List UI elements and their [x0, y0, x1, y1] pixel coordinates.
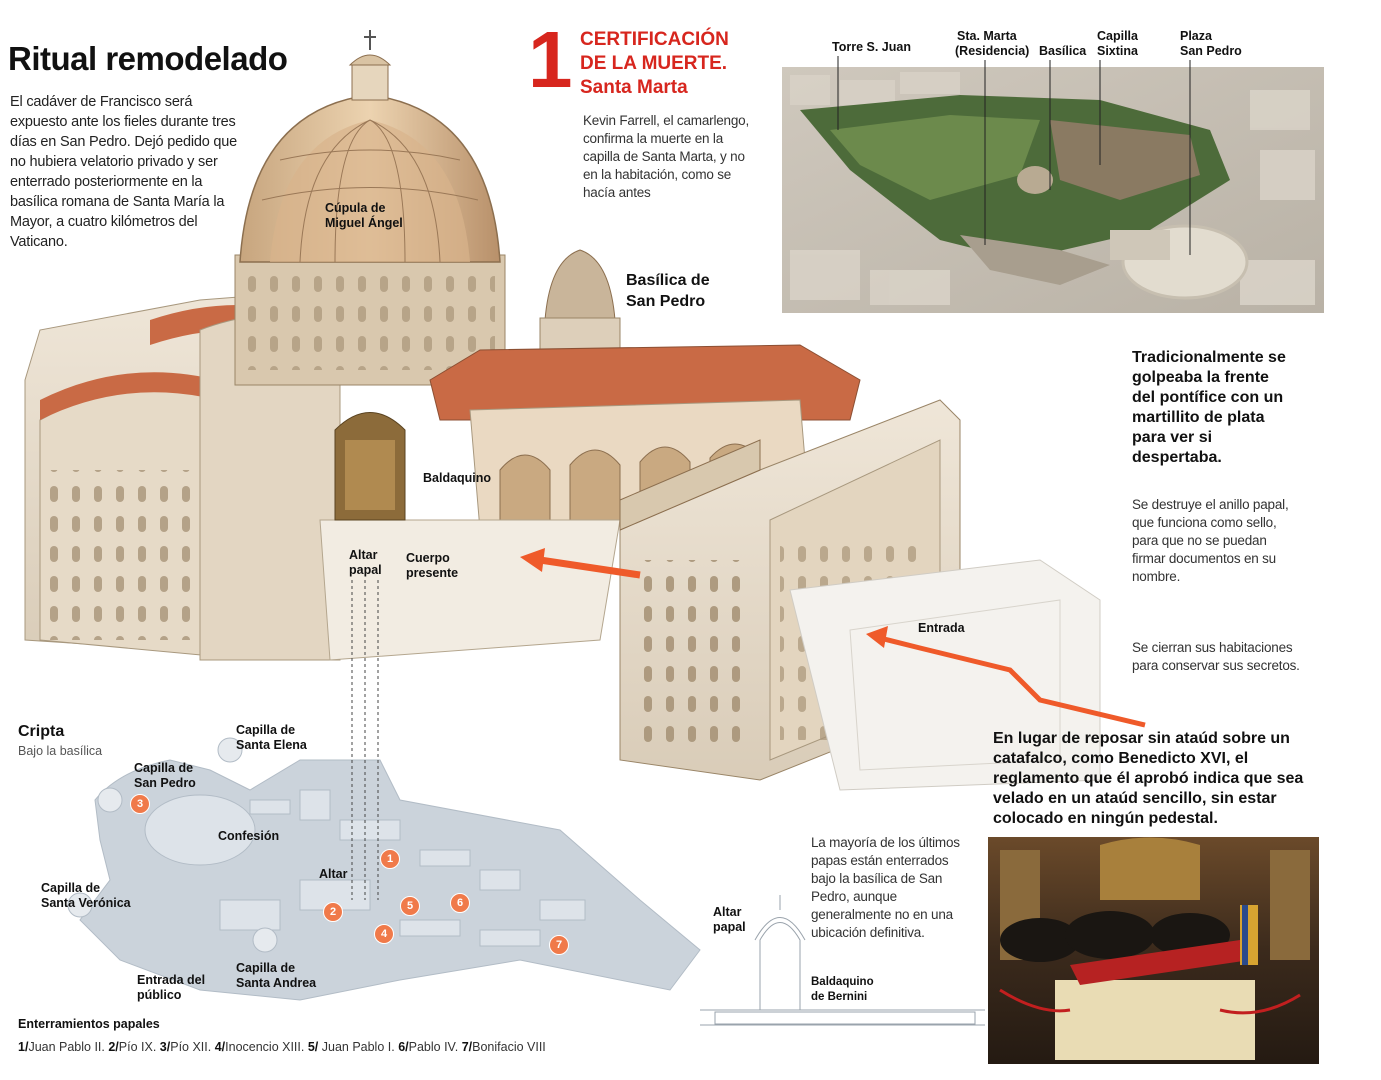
section-label-baldaquino-line1: Baldaquino [811, 976, 874, 988]
map-label-capilla-line1: Capilla [1097, 29, 1138, 43]
map-label-plaza-line2: San Pedro [1180, 44, 1242, 58]
label-entrada: Entrada [918, 621, 965, 635]
legend-p6: Pablo IV. [408, 1040, 462, 1054]
crypt-label-andrea: Capilla de Santa Andrea [236, 961, 316, 991]
crypt-label-veronica: Capilla de Santa Verónica [41, 881, 131, 911]
crypt-label-altar: Altar [319, 867, 348, 881]
crypt-label-entrada-line2: público [137, 988, 182, 1002]
note-anillo: Se destruye el anillo papal, que funcion… [1132, 497, 1289, 584]
legend-title: Enterramientos papales [18, 1017, 160, 1031]
label-basilica: Basílica de San Pedro [626, 270, 710, 312]
step-heading-line2: DE LA MUERTE. [580, 53, 728, 74]
crypt-label-pedro: Capilla de San Pedro [134, 761, 196, 791]
lying-in-state-photo [988, 837, 1319, 1064]
label-cupula-line2: Miguel Ángel [325, 216, 403, 230]
legend-burials: 1/Juan Pablo II. 2/Pío IX. 3/Pío XII. 4/… [18, 1040, 546, 1054]
note-habitaciones: Se cierran sus habitaciones para conserv… [1132, 640, 1300, 673]
crypt-label-veronica-line1: Capilla de [41, 881, 101, 895]
map-label-marta-line2: (Residencia) [955, 44, 1030, 58]
legend-p7: Bonifacio VIII [472, 1040, 546, 1054]
burial-badge-4: 4 [374, 924, 394, 944]
crypt-label-confesion: Confesión [218, 829, 280, 843]
legend-n6: 6/ [398, 1040, 409, 1054]
note-ataud: En lugar de reposar sin ataúd sobre un c… [993, 730, 1304, 827]
crypt-label-veronica-line2: Santa Verónica [41, 896, 131, 910]
section-label-altar-line2: papal [713, 920, 746, 934]
legend-p3: Pío XII. [170, 1040, 215, 1054]
legend-n1: 1/ [18, 1040, 29, 1054]
step-number: 1 [528, 15, 573, 104]
note-martillo: Tradicionalmente se golpeaba la frente d… [1132, 349, 1286, 466]
label-cuerpo-line2: presente [406, 566, 459, 580]
map-label-capilla: Capilla Sixtina [1097, 29, 1138, 59]
basilica-illustration [24, 30, 1146, 1026]
section-label-altar: Altar papal [713, 905, 746, 935]
map-label-plaza-line1: Plaza [1180, 29, 1212, 43]
map-label-marta: Sta. Marta (Residencia) [955, 29, 1029, 59]
crypt-title: Cripta [18, 723, 65, 740]
crypt-label-andrea-line1: Capilla de [236, 961, 296, 975]
crypt-label-elena-line1: Capilla de [236, 723, 296, 737]
crypt-label-andrea-line2: Santa Andrea [236, 976, 317, 990]
map-label-marta-line1: Sta. Marta [957, 29, 1017, 43]
legend-p5: Juan Pablo I. [318, 1040, 399, 1054]
burial-badge-3: 3 [130, 794, 150, 814]
legend-p2: Pío IX. [118, 1040, 160, 1054]
burial-badge-6: 6 [450, 893, 470, 913]
label-cuerpo-presente: Cuerpo presente [406, 551, 458, 581]
crypt-subtitle: Bajo la basílica [18, 744, 103, 758]
legend-p1: Juan Pablo II. [28, 1040, 109, 1054]
legend-n7: 7/ [461, 1040, 473, 1054]
label-altar-line2: papal [349, 563, 382, 577]
crypt-label-entrada: Entrada del público [137, 973, 205, 1003]
burial-badge-2: 2 [323, 902, 343, 922]
page-title: Ritual remodelado [8, 40, 288, 77]
label-altar-papal: Altar papal [349, 548, 382, 578]
label-baldaquino: Baldaquino [423, 471, 492, 485]
step-heading: CERTIFICACIÓN DE LA MUERTE. Santa Marta [580, 28, 729, 100]
label-basilica-line1: Basílica de [626, 272, 710, 289]
label-altar-line1: Altar [349, 548, 378, 562]
legend-n5: 5/ [307, 1040, 319, 1054]
burial-badge-1: 1 [380, 849, 400, 869]
legend-n3: 3/ [159, 1040, 171, 1054]
crypt-label-pedro-line1: Capilla de [134, 761, 194, 775]
intro-text: El cadáver de Francisco será expuesto an… [10, 94, 237, 250]
legend-n4: 4/ [214, 1040, 226, 1054]
map-label-capilla-line2: Sixtina [1097, 44, 1138, 58]
legend-n2: 2/ [108, 1040, 119, 1054]
label-basilica-line2: San Pedro [626, 293, 706, 310]
crypt-label-entrada-line1: Entrada del [137, 973, 206, 987]
map-label-torre: Torre S. Juan [832, 40, 911, 54]
label-cupula-line1: Cúpula de [325, 201, 386, 215]
step-text: Kevin Farrell, el camarlengo, confirma l… [583, 113, 750, 200]
map-label-plaza: Plaza San Pedro [1180, 29, 1242, 59]
aerial-map [782, 67, 1324, 313]
crypt-label-elena-line2: Santa Elena [236, 738, 307, 752]
section-label-altar-line1: Altar [713, 905, 742, 919]
map-label-basilica: Basílica [1039, 44, 1087, 58]
map-leader-lines [837, 56, 1191, 255]
crypt-label-elena: Capilla de Santa Elena [236, 723, 307, 753]
label-cuerpo-line1: Cuerpo [406, 551, 450, 565]
burial-badge-5: 5 [400, 896, 420, 916]
step-heading-line1: CERTIFICACIÓN [580, 29, 729, 50]
burial-badge-7: 7 [549, 935, 569, 955]
legend-p4: Inocencio XIII. [225, 1040, 308, 1054]
note-papas: La mayoría de los últimos papas están en… [811, 835, 960, 940]
section-label-baldaquino: Baldaquino de Bernini [811, 975, 874, 1005]
label-cupula: Cúpula de Miguel Ángel [325, 201, 403, 231]
crypt-label-pedro-line2: San Pedro [134, 776, 196, 790]
section-label-baldaquino-line2: de Bernini [811, 991, 868, 1003]
step-heading-line3: Santa Marta [580, 77, 688, 98]
